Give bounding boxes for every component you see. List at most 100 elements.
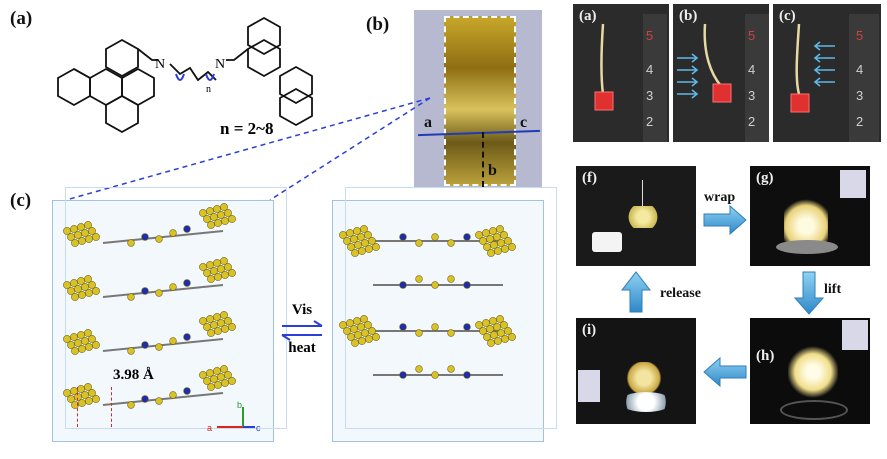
ruler-a-num-2: 2 xyxy=(646,114,654,129)
carbon-atom xyxy=(351,339,359,347)
carbon-atom xyxy=(224,317,232,325)
carbon-atom xyxy=(487,339,495,347)
photo-c-label: (c) xyxy=(779,8,796,24)
ruler-c-num-4: 4 xyxy=(856,62,864,77)
carbon-atom xyxy=(203,377,211,385)
photo-b-label: (b) xyxy=(679,8,698,24)
axis-c-label: c xyxy=(256,423,261,433)
molecular-packing-right xyxy=(339,225,516,379)
carbon-atom xyxy=(67,233,75,241)
carbon-atom xyxy=(431,281,439,289)
carbon-atom xyxy=(70,279,78,287)
carbon-atom xyxy=(489,227,497,235)
carbon-atom xyxy=(415,365,423,373)
heat-label: heat xyxy=(288,340,316,356)
nitrogen-atom xyxy=(183,225,191,233)
carbon-atom xyxy=(74,231,82,239)
carbon-atom xyxy=(71,401,79,409)
carbon-atom xyxy=(483,243,491,251)
carbon-atom xyxy=(203,269,211,277)
carbon-atom xyxy=(220,203,228,211)
carbon-atom xyxy=(214,219,222,227)
carbon-atom xyxy=(224,263,232,271)
carbon-atom xyxy=(207,383,215,391)
reversible-arrows xyxy=(281,320,323,341)
ruler-b-num-3: 3 xyxy=(748,88,756,103)
packing-box-left: 3.98 Å a b c xyxy=(52,187,287,442)
carbon-atom xyxy=(504,237,512,245)
carbon-atom xyxy=(70,225,78,233)
carbon-atom xyxy=(475,321,483,329)
carbon-atom xyxy=(78,291,86,299)
carbon-atom xyxy=(221,379,229,387)
carbon-atom xyxy=(63,335,71,343)
carbon-atom xyxy=(74,339,82,347)
distance-marker-left xyxy=(77,387,78,427)
axis-a-label: a xyxy=(207,423,212,433)
nitrogen-atom xyxy=(141,287,149,295)
carbon-atom xyxy=(364,231,372,239)
carbon-atom xyxy=(71,239,79,247)
carbon-atom xyxy=(155,343,163,351)
carbon-atom xyxy=(489,317,497,325)
photo-h: (h) xyxy=(750,318,870,424)
carbon-atom xyxy=(497,329,505,337)
ruler-b-num-4: 4 xyxy=(748,62,756,77)
carbon-atom xyxy=(63,227,71,235)
carbon-atom xyxy=(479,327,487,335)
carbon-atom xyxy=(214,273,222,281)
carbon-atom xyxy=(487,249,495,257)
bending-fibers-drawing xyxy=(594,14,879,142)
panel-c-label: (c) xyxy=(10,190,32,211)
carbon-atom xyxy=(364,321,372,329)
nitrogen-atom xyxy=(183,333,191,341)
carbon-atom xyxy=(85,343,93,351)
carbon-atom xyxy=(354,241,362,249)
distance-marker-right xyxy=(111,387,112,427)
photo-f-label: (f) xyxy=(582,170,597,186)
carbon-atom xyxy=(228,377,236,385)
carbon-atom xyxy=(346,319,354,327)
carbon-atom xyxy=(475,231,483,239)
carbon-atom xyxy=(347,243,355,251)
carbon-atom xyxy=(343,237,351,245)
n-subscript: n xyxy=(206,84,211,95)
carbon-atom xyxy=(493,233,501,241)
carbon-atom xyxy=(210,375,218,383)
carbon-atom xyxy=(206,369,214,377)
carbon-atom xyxy=(81,391,89,399)
carbon-atom xyxy=(431,371,439,379)
carbon-atom xyxy=(494,337,502,345)
carbon-atom xyxy=(74,393,82,401)
carbon-atom xyxy=(206,207,214,215)
carbon-atom xyxy=(84,221,92,229)
carbon-atom xyxy=(500,231,508,239)
carbon-atom xyxy=(415,239,423,247)
carbon-atom xyxy=(217,211,225,219)
carbon-atom xyxy=(127,401,135,409)
carbon-atom xyxy=(490,241,498,249)
carbon-atom xyxy=(81,283,89,291)
carbon-atom xyxy=(203,323,211,331)
carbon-atom xyxy=(496,225,504,233)
carbon-atom xyxy=(77,223,85,231)
carbon-atom xyxy=(71,347,79,355)
carbon-atom xyxy=(368,237,376,245)
carbon-atom xyxy=(431,323,439,331)
carbon-atom xyxy=(67,395,75,403)
panel-a-label: (a) xyxy=(10,8,33,29)
carbon-atom xyxy=(360,315,368,323)
carbon-atom xyxy=(213,367,221,375)
nitrogen-atom xyxy=(463,281,471,289)
nitrogen-atom xyxy=(399,233,407,241)
stacking-distance: 3.98 Å xyxy=(113,367,154,383)
carbon-atom xyxy=(92,287,100,295)
nitrogen-atom-left: N xyxy=(155,57,165,72)
carbon-atom xyxy=(210,321,218,329)
carbon-atom xyxy=(354,331,362,339)
carbon-atom xyxy=(494,247,502,255)
carbon-atom xyxy=(213,259,221,267)
carbon-atom xyxy=(207,275,215,283)
carbon-atom xyxy=(155,397,163,405)
carbon-atom xyxy=(67,341,75,349)
